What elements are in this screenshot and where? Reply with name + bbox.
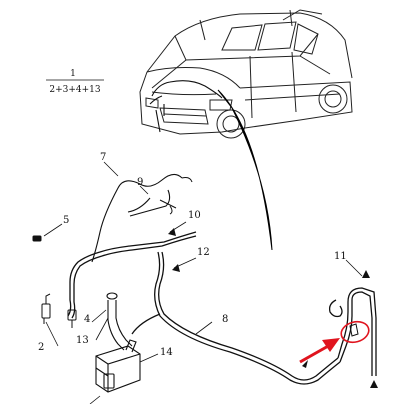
callout-13: 13 — [76, 335, 89, 346]
callout-9: 9 — [137, 177, 143, 188]
fraction-numerator: 1 — [70, 69, 76, 79]
part-5-cap — [32, 235, 42, 242]
part-4-filler-neck — [106, 292, 133, 351]
callout-8: 8 — [222, 314, 228, 325]
fraction-denominator: 2+3+4+13 — [49, 85, 101, 95]
part-2-connector — [41, 293, 51, 324]
part-7-hose — [91, 173, 193, 263]
leader-lines — [43, 161, 363, 404]
red-arrow-icon — [299, 338, 340, 364]
callout-4: 4 — [84, 314, 90, 325]
main-hose-run — [67, 231, 377, 385]
callout-labels: 7 9 5 10 12 11 4 8 13 2 14 — [38, 152, 347, 358]
callout-12: 12 — [197, 247, 210, 258]
callout-5: 5 — [63, 215, 69, 226]
engine-bay-hose — [149, 80, 223, 133]
callout-11: 11 — [334, 251, 347, 262]
callout-14: 14 — [160, 347, 173, 358]
highlight-marker — [299, 320, 370, 364]
washer-reservoir-tank — [95, 339, 141, 393]
leader-arrowheads — [168, 228, 378, 388]
nozzle-inside-circle — [349, 323, 359, 337]
red-circle-marker-icon — [340, 320, 370, 344]
part-13-connector — [67, 309, 77, 328]
part-9-connector — [159, 199, 177, 215]
callout-10: 10 — [188, 210, 201, 221]
callout-7: 7 — [100, 152, 106, 163]
callout-2: 2 — [38, 342, 44, 353]
location-pointer-curve — [217, 89, 273, 251]
vehicle-outline — [139, 9, 353, 139]
assembly-fraction: 1 2+3+4+13 — [46, 69, 104, 95]
